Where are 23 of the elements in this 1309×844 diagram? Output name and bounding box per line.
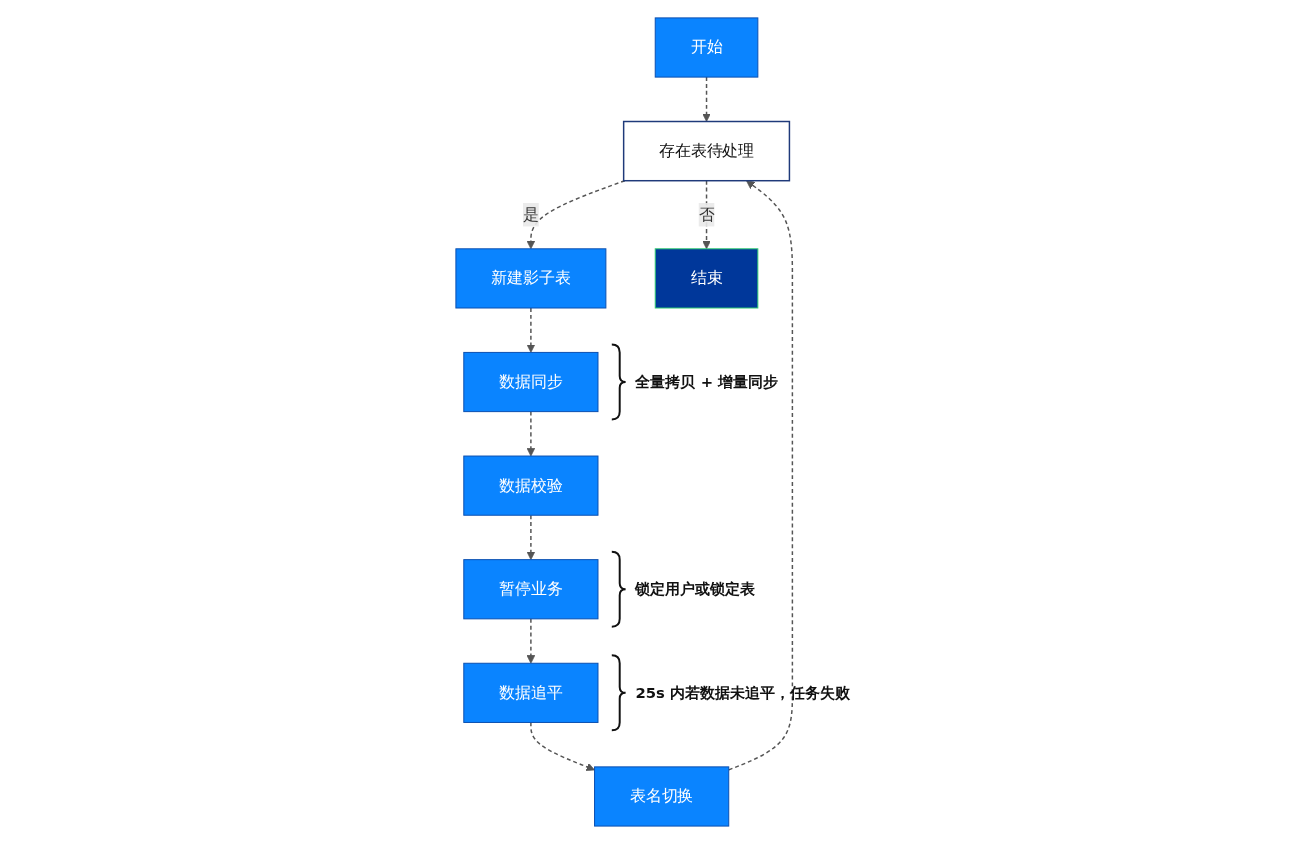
arrow <box>526 514 536 561</box>
arrow <box>526 307 536 353</box>
node-box: 数据追平 <box>463 662 599 723</box>
node-box: 表名切换 <box>594 766 730 827</box>
arrow <box>702 180 711 250</box>
node-box: 数据同步 <box>463 351 599 413</box>
node-box: 结束 <box>654 248 759 309</box>
arrow <box>526 618 536 664</box>
arrow <box>526 410 536 457</box>
node-box: 暂停业务 <box>463 559 599 620</box>
arrow <box>728 180 794 771</box>
annotation-text: 25s 内若数据未追平，任务失败 <box>635 683 851 701</box>
node-box: 数据校验 <box>463 455 599 516</box>
annotation-text: 全量拷贝 + 增量同步 <box>635 372 779 390</box>
arrow <box>702 76 711 122</box>
node-box: 开始 <box>654 17 759 78</box>
arrow <box>530 721 595 772</box>
arrow <box>526 180 626 250</box>
edge-label: 是 <box>523 204 539 224</box>
edge-label: 否 <box>698 204 715 224</box>
node-box: 新建影子表 <box>455 248 607 309</box>
node-box: 存在表待处理 <box>622 120 791 182</box>
annotation-text: 锁定用户或锁定表 <box>635 580 756 598</box>
